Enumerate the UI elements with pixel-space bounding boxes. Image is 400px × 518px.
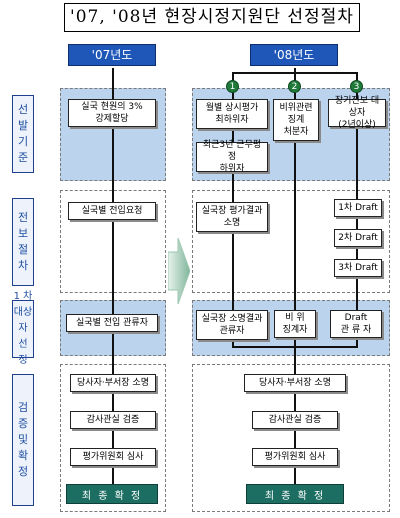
merge-drop-2 xyxy=(294,330,296,348)
box-2007-final: 최 종 확 정 xyxy=(66,484,158,504)
box-2008-monthly-lowest: 월별 상시평가 최하위자 xyxy=(196,99,268,129)
arrow-right-icon xyxy=(168,238,190,304)
branch-number-3: 3 xyxy=(350,80,363,93)
stage-char: 및 xyxy=(17,433,29,446)
box-2008-explanation: 당사자·부서장 소명 xyxy=(244,374,346,392)
flow-line-2008-top xyxy=(294,68,296,74)
flow-line-2007 xyxy=(112,68,114,500)
stage-char: 기 xyxy=(17,135,29,148)
box-2008-committee: 평가위원회 심사 xyxy=(252,448,338,466)
box-2008-disciplined: 비위관련 징계 처분자 xyxy=(273,99,319,141)
header-2007: '07년도 xyxy=(68,44,156,66)
box-2007-transfer-request: 실국별 전입요청 xyxy=(68,202,156,220)
box-2007-committee: 평가위원회 심사 xyxy=(70,448,156,466)
stage-char: 선 정 xyxy=(18,339,28,366)
box-2008-draft-selected: Draft 관 류 자 xyxy=(330,310,382,338)
branch-line-1 xyxy=(232,72,234,330)
stage-label-selection-criteria: 선 발 기 준 xyxy=(12,95,34,173)
stage-label-verification: 검 증 및 확 정 xyxy=(12,374,34,506)
stage-label-first-selection: 1 차 대상자 선 정 xyxy=(12,291,34,366)
page-title: '07, '08년 현장시정지원단 선정절차 xyxy=(64,3,360,32)
box-2008-audit: 감사관실 검증 xyxy=(252,411,338,429)
branch-number-1: 1 xyxy=(226,80,239,93)
stage-label-transfer-procedure: 전 보 절 차 xyxy=(12,198,34,286)
stage-char: 차 xyxy=(17,259,29,272)
box-2008-draft-3: 3차 Draft xyxy=(334,259,382,277)
band-2008-verify xyxy=(192,364,390,512)
box-2008-draft-2: 2차 Draft xyxy=(334,229,382,247)
box-2007-quota: 실국 현원의 3% 강제할당 xyxy=(68,99,156,127)
stage-char: 선 xyxy=(17,103,29,116)
box-2007-explanation: 당사자·부서장 소명 xyxy=(70,374,156,392)
stage-char: 준 xyxy=(17,151,29,164)
stage-char: 검 증 xyxy=(17,401,29,430)
box-2007-audit: 감사관실 검증 xyxy=(70,411,156,429)
stage-char: 보 xyxy=(17,227,29,240)
stage-char: 확 정 xyxy=(17,449,29,478)
box-2008-final: 최 종 확 정 xyxy=(246,484,344,504)
stage-char: 전 xyxy=(17,211,29,224)
box-2008-eval-explanation: 실국장 평가결과 소명 xyxy=(196,202,268,232)
box-2008-disciplined-selected: 비 위 징계자 xyxy=(274,310,316,338)
stage-char: 1 차 xyxy=(13,291,33,302)
merge-drop-3 xyxy=(356,330,358,348)
box-2008-explanation-result: 실국장 소명결과 관류자 xyxy=(196,310,268,340)
box-2008-long-term: 장기전보 대상자 (2년이상) xyxy=(328,96,386,130)
band-2008-transfer xyxy=(192,190,390,293)
branch-number-2: 2 xyxy=(288,80,301,93)
header-2008: '08년도 xyxy=(250,44,338,66)
stage-char: 절 xyxy=(17,243,29,256)
box-2008-draft-1: 1차 Draft xyxy=(334,199,382,217)
stage-char: 발 xyxy=(17,119,29,132)
box-2007-transfer-selected: 실국별 전입 관류자 xyxy=(66,314,158,332)
stage-char: 대상자 xyxy=(13,307,33,334)
branch-line-2 xyxy=(294,72,296,330)
box-2008-3yr-evaluation: 최근3년 근무평정 하위자 xyxy=(196,140,268,174)
